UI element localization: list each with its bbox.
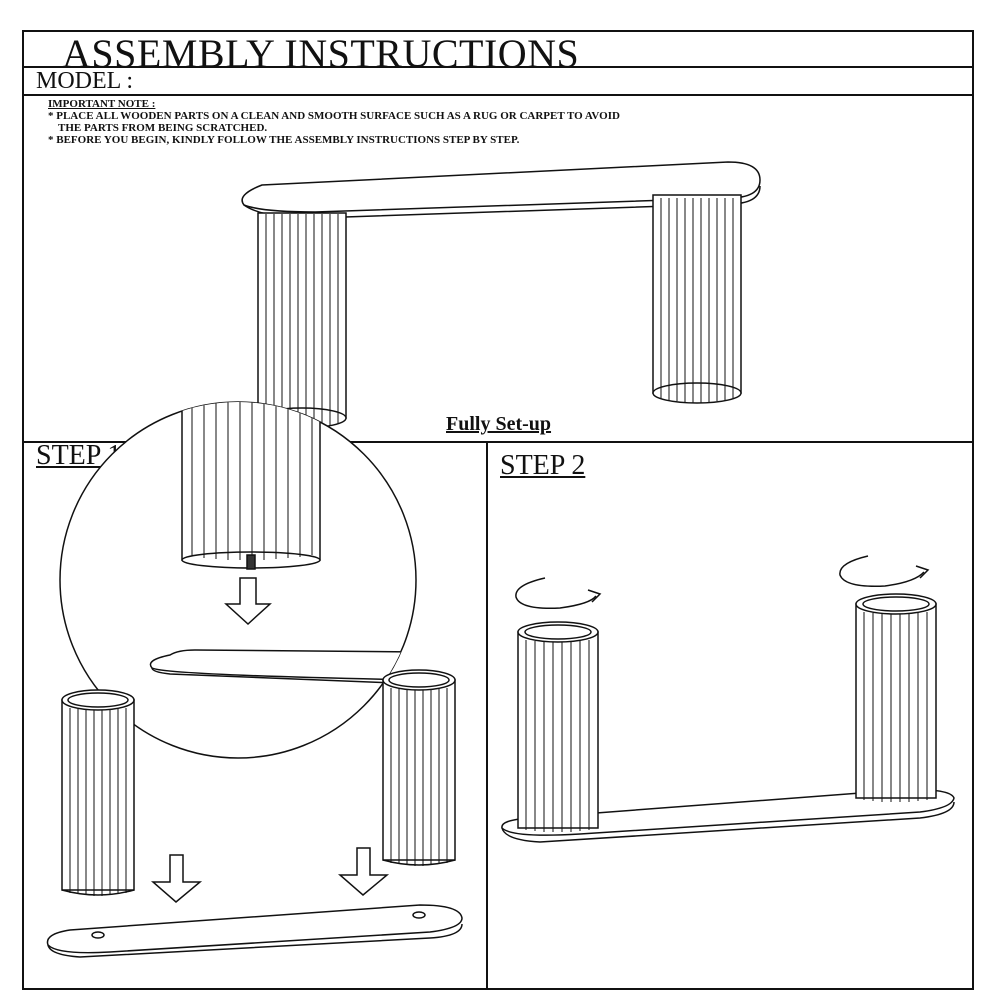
step1-right-leg — [382, 669, 456, 866]
page-title: ASSEMBLY INSTRUCTIONS — [62, 31, 580, 76]
leg-flutes — [265, 198, 734, 428]
step2-base — [501, 788, 955, 843]
title-divider — [22, 66, 974, 68]
page-frame — [22, 30, 974, 990]
step2-right-leg — [855, 593, 937, 802]
detail-leg — [181, 402, 321, 561]
step-2-label: STEP 2 — [500, 450, 586, 481]
detail-bolt — [246, 554, 256, 570]
model-label: MODEL : — [36, 68, 134, 94]
rotate-arrow-left — [515, 577, 602, 610]
note-line-2: THE PARTS FROM BEING SCRATCHED. — [58, 122, 268, 134]
note-line-3: * BEFORE YOU BEGIN, KINDLY FOLLOW THE AS… — [48, 134, 520, 146]
step1-left-leg — [61, 689, 135, 896]
tabletop — [241, 161, 761, 213]
detail-base-piece — [149, 649, 416, 681]
section-divider-vertical — [486, 441, 488, 990]
important-note: IMPORTANT NOTE : * PLACE ALL WOODEN PART… — [48, 98, 620, 146]
step1-base — [46, 904, 463, 958]
rotate-arrow-right — [839, 555, 930, 588]
note-title: IMPORTANT NOTE : — [48, 98, 156, 110]
section-divider-horizontal — [22, 441, 974, 443]
step1-down-arrows — [150, 847, 390, 903]
step2-left-leg — [517, 621, 599, 832]
note-line-1: * PLACE ALL WOODEN PARTS ON A CLEAN AND … — [48, 110, 620, 122]
detail-down-arrow — [224, 577, 272, 626]
model-divider — [22, 94, 974, 96]
right-leg — [652, 194, 742, 404]
fully-setup-caption: Fully Set-up — [446, 413, 552, 435]
